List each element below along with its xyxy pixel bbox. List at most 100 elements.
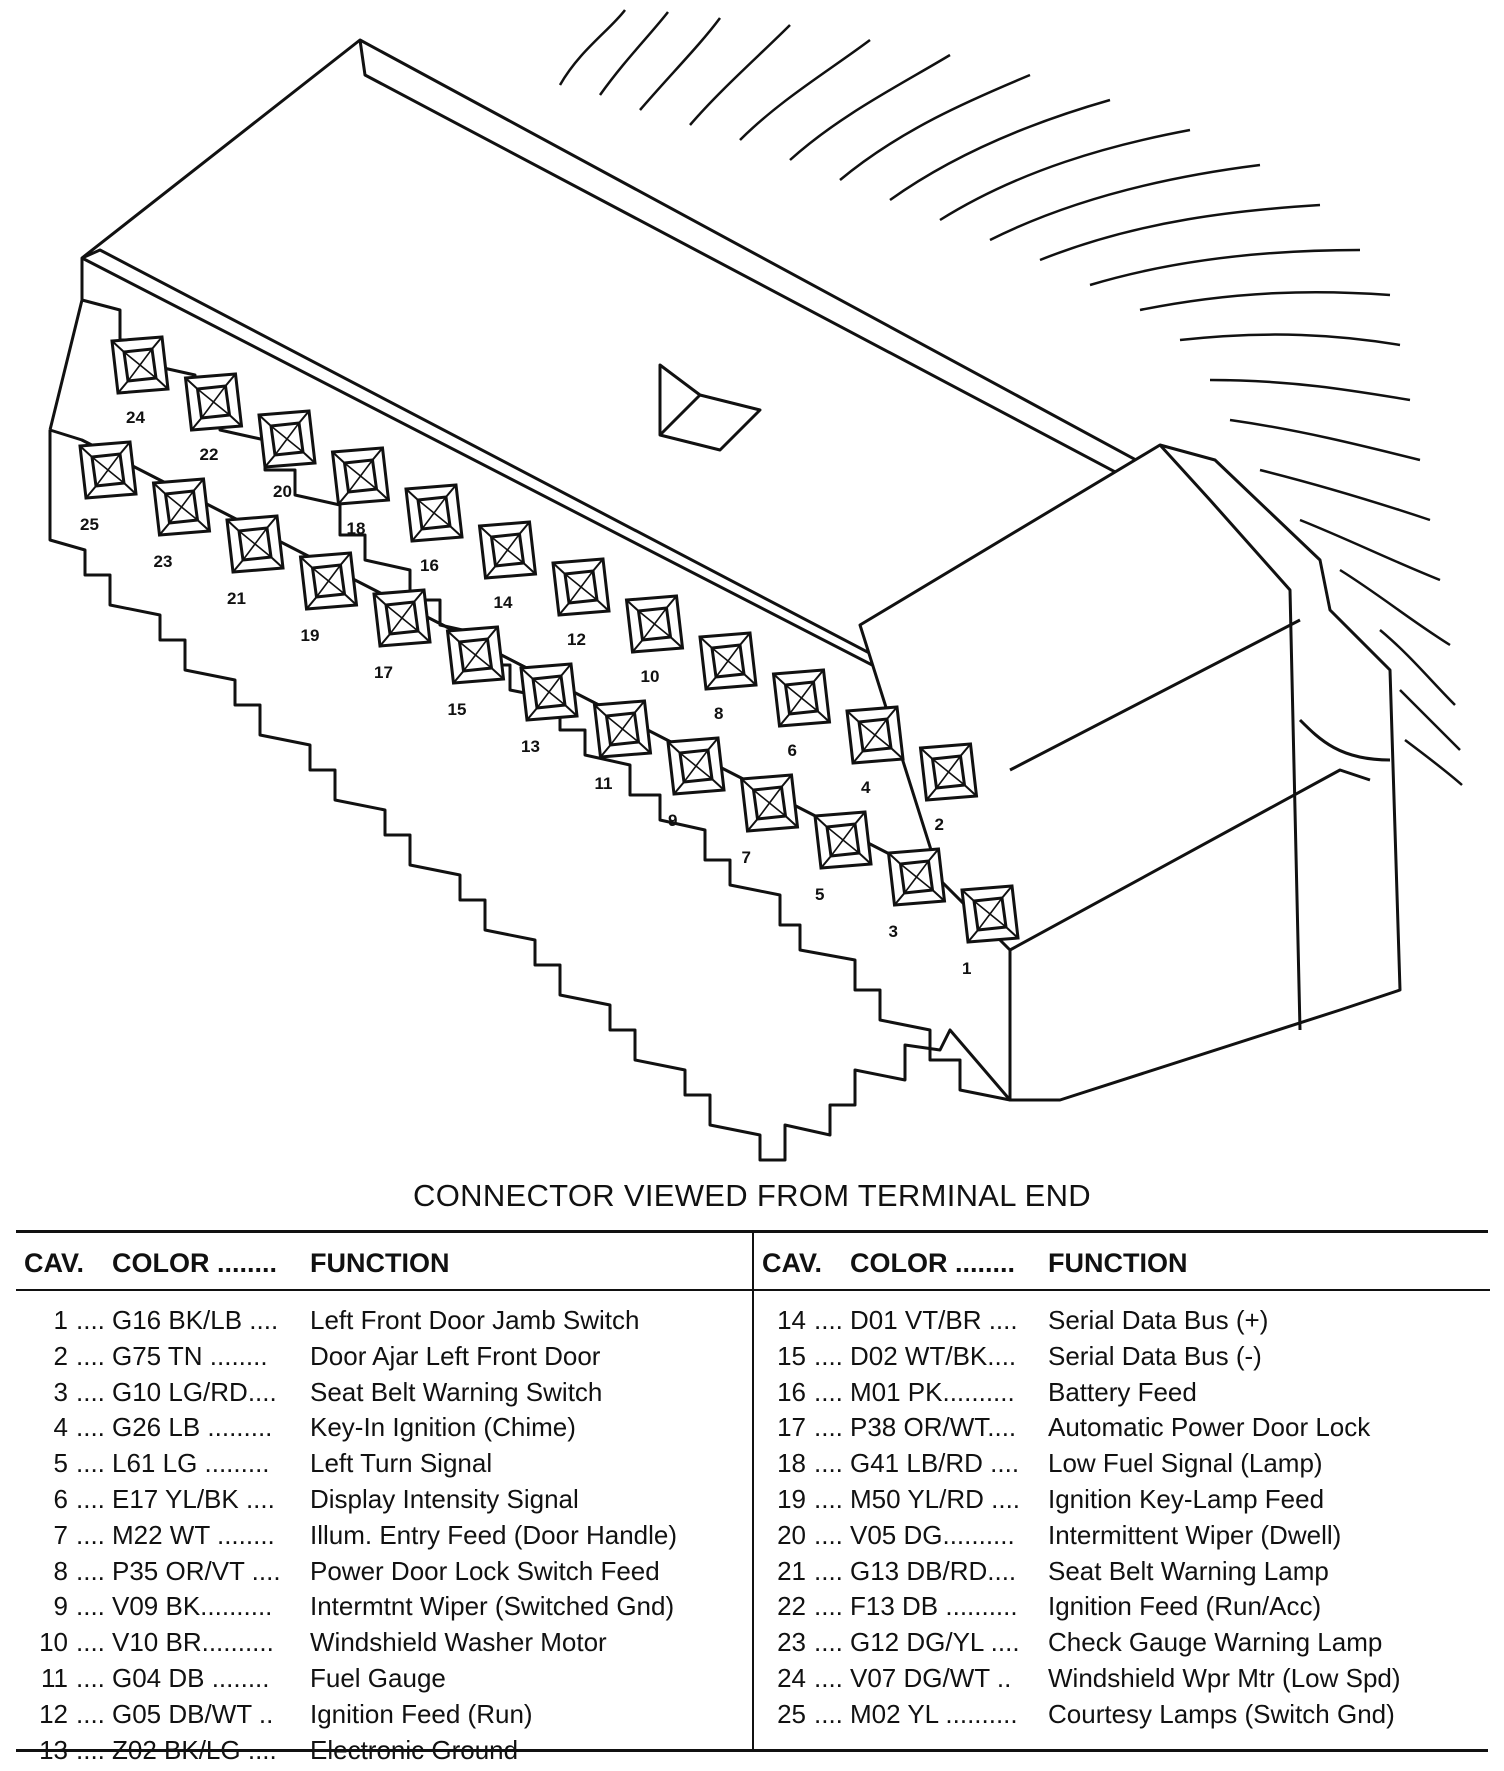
header-color: COLOR ........	[112, 1248, 278, 1278]
wire-color: E17 YL/BK ....	[112, 1484, 275, 1514]
cavity: 25	[78, 440, 138, 534]
table-row: 12....G05 DB/WT ..Ignition Feed (Run)	[16, 1699, 752, 1735]
circuit-function: Seat Belt Warning Lamp	[1048, 1555, 1329, 1586]
leader-dots: ....	[76, 1376, 105, 1407]
cavity-number: 13	[521, 737, 540, 756]
cavity-number: 15	[448, 700, 467, 719]
wire-color: G16 BK/LB ....	[112, 1305, 279, 1335]
wire-color: D02 WT/BK....	[850, 1340, 1017, 1371]
circuit-function: Fuel Gauge	[310, 1663, 446, 1693]
table-row: 24....V07 DG/WT ..Windshield Wpr Mtr (Lo…	[754, 1663, 1490, 1699]
cavity-number: 18	[777, 1448, 806, 1479]
pinout-column-right: CAV. COLOR ........ FUNCTION 14....D01 V…	[754, 1233, 1490, 1749]
circuit-function: Power Door Lock Switch Feed	[310, 1555, 660, 1586]
cavity: 6	[771, 668, 832, 760]
wire-color: G04 DB ........	[112, 1663, 270, 1693]
cavity: 17	[372, 588, 432, 682]
wire-color: V10 BR..........	[112, 1627, 274, 1658]
wire-bundle	[558, 9, 1463, 786]
cavity-number: 12	[39, 1698, 68, 1729]
diagram-caption: CONNECTOR VIEWED FROM TERMINAL END	[413, 1178, 1091, 1213]
cavity-number: 8	[714, 704, 723, 723]
header-cav: CAV.	[762, 1248, 823, 1278]
cavity: 19	[298, 551, 359, 645]
wire-color: G41 LB/RD ....	[850, 1448, 1020, 1479]
cavity: 18	[330, 446, 391, 538]
wire-color: V07 DG/WT ..	[850, 1663, 1012, 1693]
cavity-number: 11	[595, 774, 613, 793]
wire-color: F13 DB ..........	[850, 1591, 1018, 1622]
circuit-function: Low Fuel Signal (Lamp)	[1048, 1448, 1323, 1479]
leader-dots: ....	[76, 1627, 105, 1658]
circuit-function: Display Intensity Signal	[310, 1484, 579, 1514]
circuit-function: Serial Data Bus (+)	[1048, 1305, 1269, 1335]
leader-dots: ....	[814, 1663, 843, 1693]
cavity: 20	[257, 409, 317, 501]
cavity: 11	[592, 699, 653, 793]
cavity-number: 16	[420, 556, 439, 575]
cavity: 10	[624, 594, 685, 686]
circuit-function: Left Turn Signal	[310, 1448, 493, 1479]
table-row: 21....G13 DB/RD....Seat Belt Warning Lam…	[754, 1556, 1490, 1592]
leader-dots: ....	[76, 1484, 105, 1514]
cavity: 13	[519, 662, 579, 756]
circuit-function: Ignition Feed (Run/Acc)	[1048, 1591, 1322, 1622]
cavity-number: 3	[53, 1376, 68, 1407]
wire-color: P38 OR/WT....	[850, 1412, 1017, 1443]
circuit-function: Windshield Washer Motor	[310, 1627, 607, 1658]
circuit-function: Battery Feed	[1048, 1376, 1197, 1407]
circuit-function: Seat Belt Warning Switch	[310, 1376, 603, 1407]
cavity-number: 10	[39, 1627, 68, 1658]
cavity: 5	[813, 810, 873, 904]
cavity: 12	[551, 557, 611, 649]
leader-dots: ....	[76, 1734, 105, 1765]
table-row: 4....G26 LB .........Key-In Ignition (Ch…	[16, 1412, 752, 1448]
wire-color: G75 TN ........	[112, 1340, 268, 1371]
cavity-number: 20	[777, 1519, 806, 1550]
circuit-function: Serial Data Bus (-)	[1048, 1340, 1262, 1371]
leader-dots: ....	[814, 1448, 843, 1479]
circuit-function: Check Gauge Warning Lamp	[1048, 1627, 1383, 1658]
leader-dots: ....	[814, 1376, 843, 1407]
header-function: FUNCTION	[1048, 1248, 1188, 1278]
table-row: 2....G75 TN ........Door Ajar Left Front…	[16, 1341, 752, 1377]
table-row: 25....M02 YL ..........Courtesy Lamps (S…	[754, 1699, 1490, 1735]
cavity: 9	[666, 736, 726, 830]
leader-dots: ....	[76, 1305, 105, 1335]
leader-dots: ....	[814, 1627, 843, 1658]
table-row: 10....V10 BR.......... Windshield Washer …	[16, 1627, 752, 1663]
table-header-right: CAV. COLOR ........ FUNCTION	[754, 1233, 1490, 1291]
wire-color: D01 VT/BR ....	[850, 1305, 1018, 1335]
leader-dots: ....	[76, 1448, 105, 1479]
leader-dots: ....	[76, 1698, 105, 1729]
cavity: 15	[445, 625, 506, 719]
cavity: 24	[110, 335, 170, 427]
leader-dots: ....	[814, 1412, 843, 1443]
cavity-number: 22	[777, 1591, 806, 1622]
circuit-function: Electronic Ground	[310, 1734, 519, 1765]
circuit-function: Automatic Power Door Lock	[1048, 1412, 1371, 1443]
cavity-number: 24	[777, 1663, 806, 1693]
cavity: 21	[225, 514, 285, 608]
table-row: 6....E17 YL/BK ....Display Intensity Sig…	[16, 1484, 752, 1520]
cavity-number: 18	[347, 519, 366, 538]
leader-dots: ....	[76, 1591, 105, 1622]
table-row: 16....M01 PK..........Battery Feed	[754, 1377, 1490, 1413]
table-row: 8....P35 OR/VT ....Power Door Lock Switc…	[16, 1556, 752, 1592]
table-row: 5....L61 LG .........Left Turn Signal	[16, 1448, 752, 1484]
wire-color: L61 LG .........	[112, 1448, 270, 1479]
leader-dots: ....	[814, 1484, 843, 1514]
pinout-table: CAV. COLOR ........ FUNCTION 1....G16 BK…	[16, 1230, 1490, 1765]
leader-dots: ....	[76, 1663, 105, 1693]
table-row: 3....G10 LG/RD....Seat Belt Warning Swit…	[16, 1377, 752, 1413]
wire-color: P35 OR/VT ....	[112, 1555, 281, 1586]
cavity-number: 19	[301, 626, 320, 645]
wire-color: M02 YL ..........	[850, 1698, 1018, 1729]
cavity: 8	[698, 631, 758, 723]
cavity-number: 19	[777, 1484, 806, 1514]
cavity-number: 10	[641, 667, 660, 686]
cavity-number: 20	[273, 482, 292, 501]
cavity-number: 23	[154, 552, 173, 571]
